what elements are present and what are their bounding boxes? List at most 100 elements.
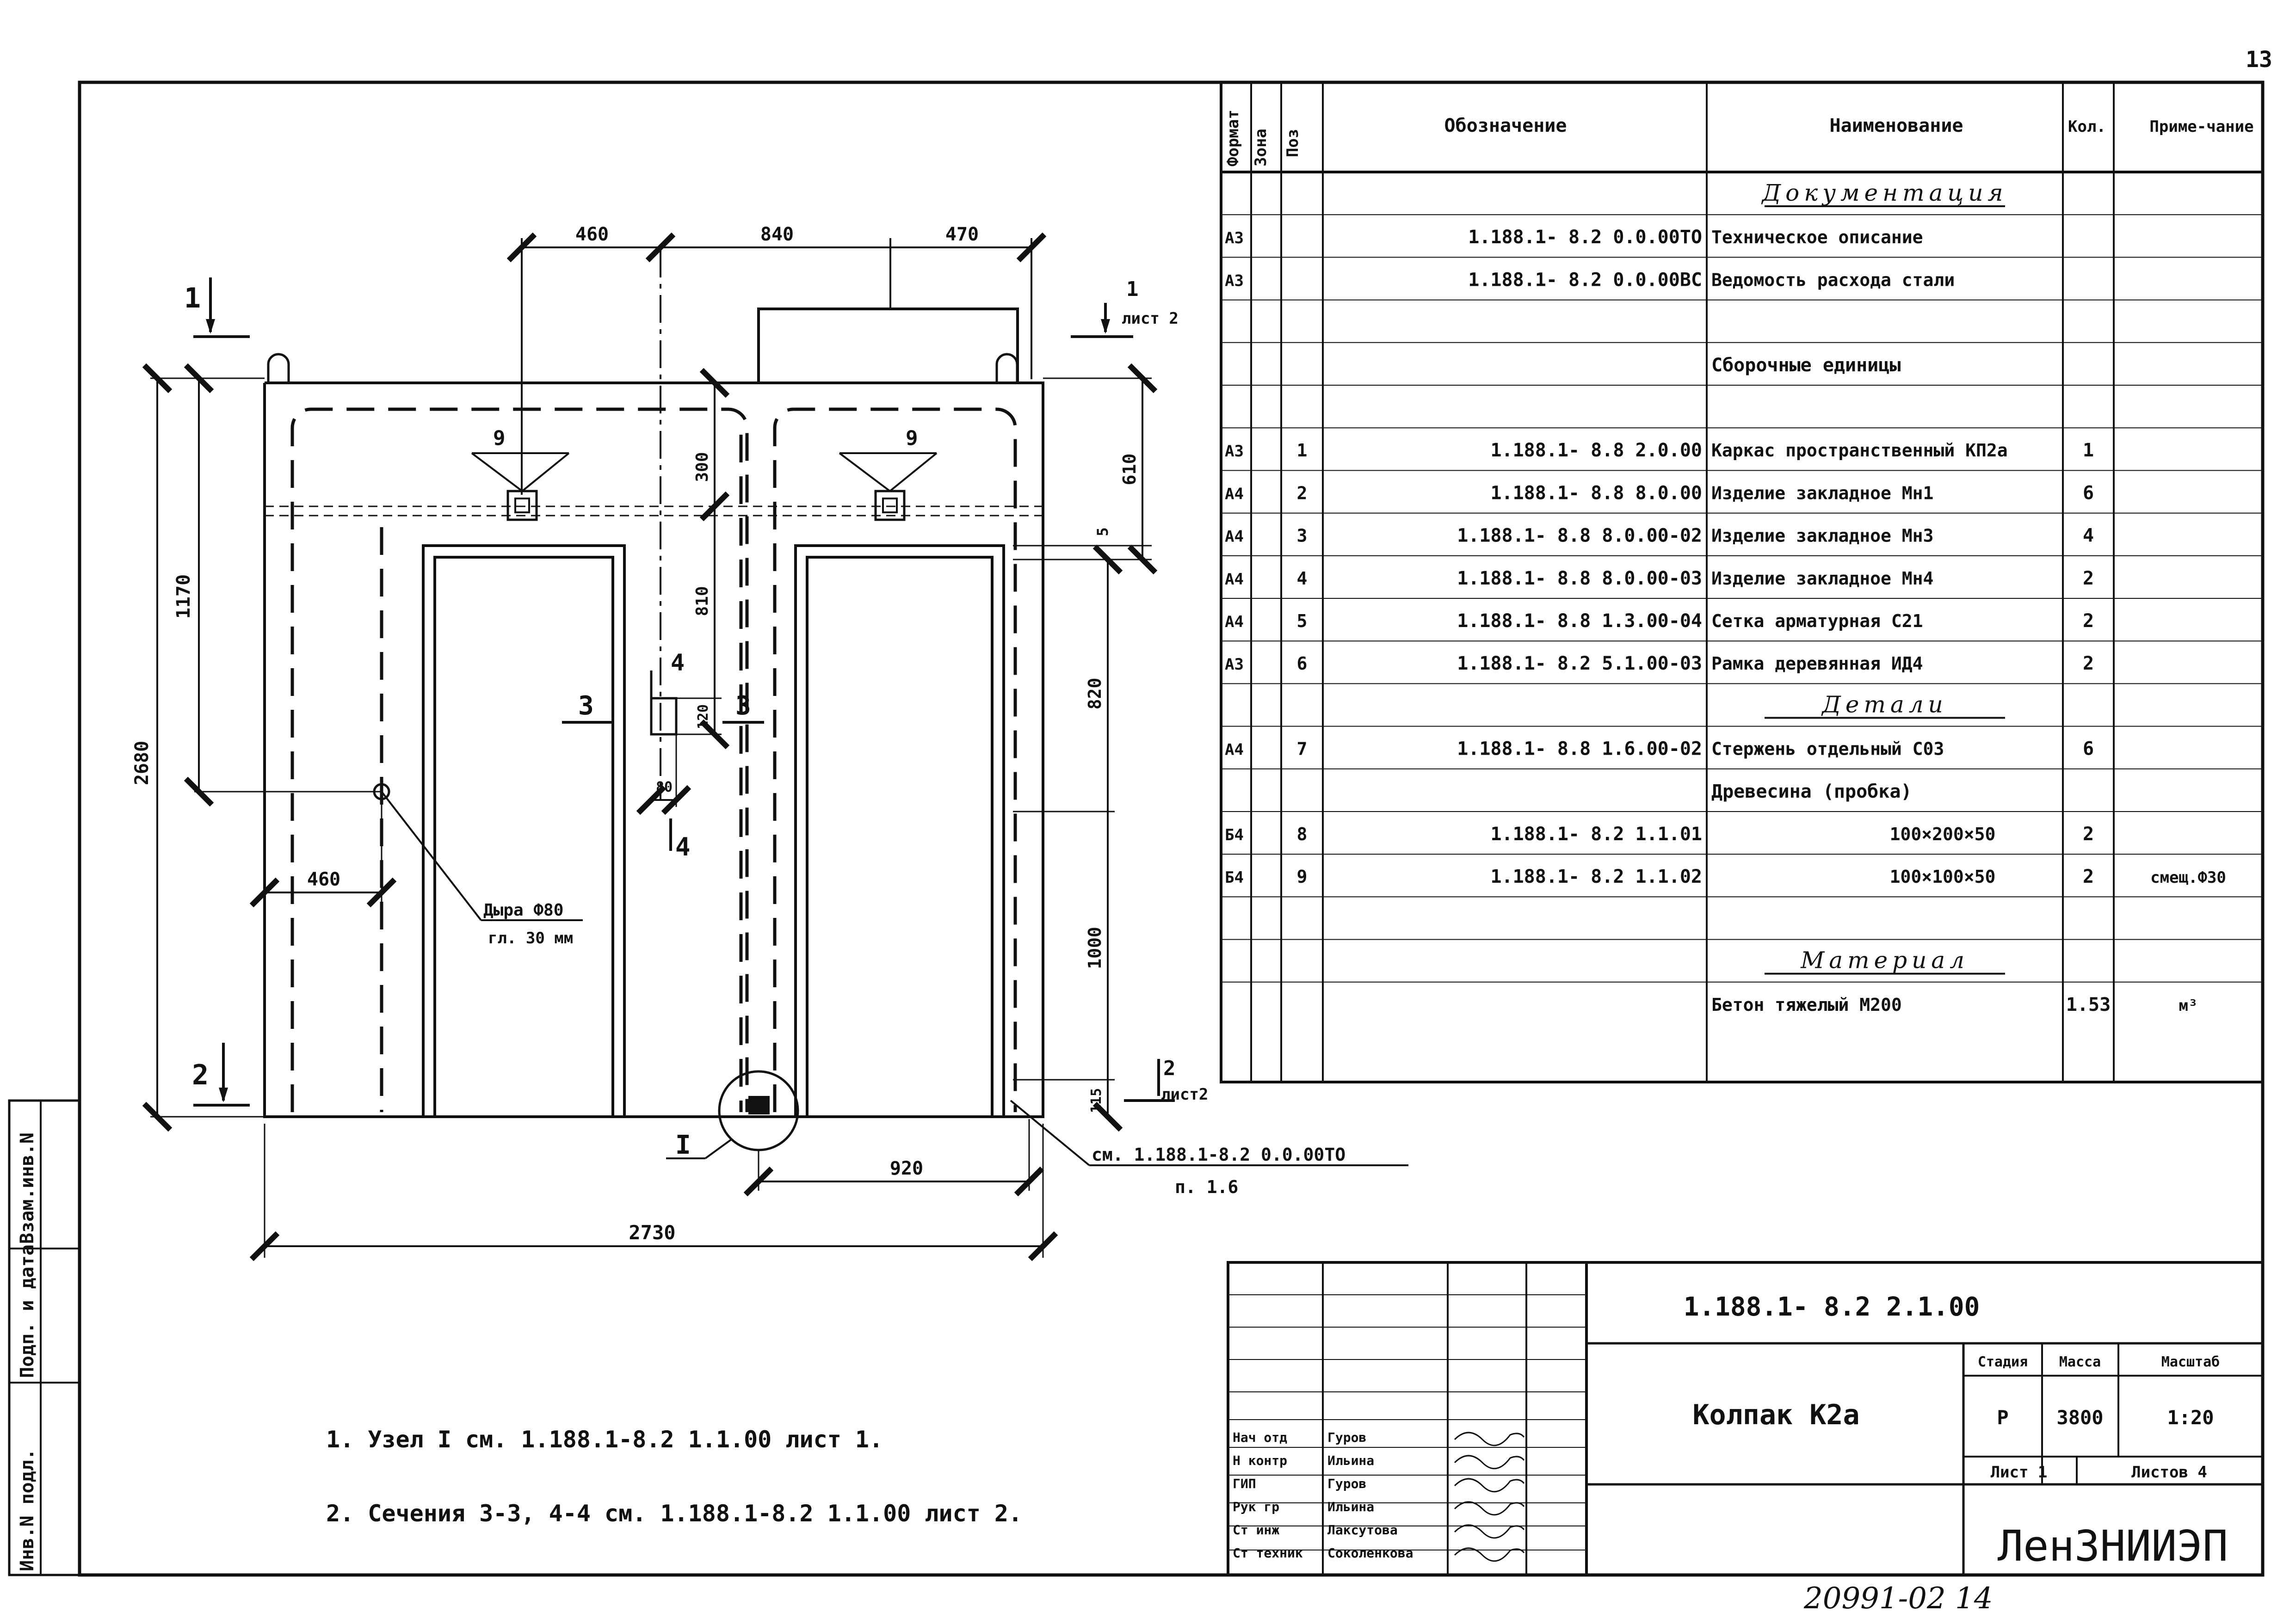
- drawing-title: Колпак К2а: [1692, 1399, 1859, 1431]
- note-1: 1. Узел I см. 1.188.1-8.2 1.1.00 лист 1.: [326, 1426, 883, 1453]
- header-pos: Поз: [1284, 129, 1302, 157]
- cell-section-name: Материал: [1800, 947, 1969, 974]
- left-margin-stamp: Инв.N подл. Подп. и дата Взам.инв.N: [8, 1099, 81, 1576]
- cell-pos: 8: [1297, 824, 1308, 844]
- signer-row: Ст инж Лаксутова: [1233, 1522, 1525, 1539]
- signature-mark: [1454, 1455, 1525, 1470]
- section-ref-2: 2 лист2: [1124, 1057, 1208, 1104]
- header-qty: Кол.: [2068, 117, 2106, 136]
- cell-format: А4: [1225, 741, 1244, 759]
- cell-name: Бетон тяжелый М200: [1711, 995, 1902, 1015]
- signer-name: Лаксутова: [1327, 1522, 1398, 1538]
- note-2: 2. Сечения 3-3, 4-4 см. 1.188.1-8.2 1.1.…: [326, 1500, 1022, 1527]
- header-format: Формат: [1224, 110, 1242, 166]
- scale-value: 1:20: [2167, 1406, 2214, 1429]
- cut-4-upper: 4: [671, 649, 685, 676]
- cut-3-left: 3: [578, 691, 594, 721]
- sheet-count: Листов 4: [2131, 1463, 2207, 1482]
- cell-name: Техническое описание: [1711, 227, 1923, 247]
- doc-code: 1.188.1- 8.2 2.1.00: [1684, 1292, 1980, 1322]
- svg-text:лист 2: лист 2: [1122, 309, 1179, 328]
- dim-120: 120: [695, 704, 711, 729]
- organization: ЛенЗНИИЭП: [1998, 1521, 2228, 1571]
- cell-designation: 1.188.1- 8.2 0.0.00ВС: [1468, 269, 1702, 290]
- cell-pos: 2: [1297, 483, 1308, 503]
- cut-4-lower: 4: [675, 832, 691, 861]
- dim-920: 920: [890, 1158, 923, 1179]
- signer-name: Ильина: [1327, 1453, 1374, 1468]
- cell-format: Б4: [1225, 826, 1244, 844]
- sheet-number: Лист 1: [1991, 1463, 2048, 1482]
- hole-label: Дыра Ф80: [483, 901, 563, 920]
- dimension-right: 610 5 820 1000 115: [1013, 363, 1158, 1132]
- header-zone: Зона: [1252, 129, 1270, 166]
- cell-designation: 1.188.1- 8.2 1.1.01: [1490, 824, 1702, 845]
- signer-name: Гуров: [1327, 1430, 1366, 1445]
- title-block: 1.188.1- 8.2 2.1.00 Колпак К2а Стадия Ма…: [1227, 1261, 2264, 1576]
- dimension-centre: 300 810 120 80: [636, 368, 730, 815]
- cell-qty: 6: [2083, 738, 2094, 760]
- cell-heading-name: Древесина (пробка): [1711, 781, 1912, 802]
- cell-designation: 1.188.1- 8.8 8.0.00-02: [1457, 525, 1702, 547]
- signature-mark: [1454, 1478, 1525, 1493]
- cell-format: А3: [1225, 271, 1244, 290]
- dim-300: 300: [693, 452, 712, 482]
- signer-role: Нач отд: [1233, 1430, 1287, 1445]
- cell-format: А3: [1225, 442, 1244, 461]
- cell-designation: 1.188.1- 8.2 5.1.00-03: [1457, 653, 1702, 674]
- cell-designation: 1.188.1- 8.8 8.0.00: [1490, 482, 1702, 504]
- signer-name: Соколенкова: [1327, 1545, 1413, 1561]
- header-designation: Обозначение: [1444, 115, 1567, 136]
- header-name: Наименование: [1830, 115, 1963, 136]
- dim-460-bottom: 460: [307, 869, 340, 890]
- svg-text:лист2: лист2: [1161, 1085, 1208, 1104]
- dim-470: 470: [945, 224, 979, 245]
- cell-qty: 2: [2083, 653, 2094, 674]
- cell-name: 100×200×50: [1890, 824, 1996, 844]
- cell-format: А3: [1225, 229, 1244, 247]
- svg-text:2: 2: [192, 1059, 209, 1091]
- cell-designation: 1.188.1- 8.8 1.3.00-04: [1457, 610, 1702, 632]
- cell-section-name: Документация: [1761, 179, 2007, 206]
- cell-format: А4: [1225, 528, 1244, 546]
- signer-role: Н контр: [1233, 1453, 1287, 1468]
- cell-note: смещ.Ф30: [2150, 868, 2226, 887]
- signer-role: Ст инж: [1233, 1522, 1279, 1538]
- cell-pos: 9: [1297, 867, 1308, 887]
- svg-text:2: 2: [1163, 1057, 1176, 1080]
- dim-1170: 1170: [173, 574, 194, 619]
- cell-designation: 1.188.1- 8.8 8.0.00-03: [1457, 568, 1702, 589]
- door-opening-left: [422, 544, 626, 1117]
- dimension-bottom: 920 2730: [249, 1119, 1058, 1261]
- dim-115: 115: [1088, 1088, 1105, 1113]
- signature-mark: [1454, 1524, 1525, 1539]
- cell-pos: 4: [1297, 568, 1308, 589]
- cell-qty: 2: [2083, 568, 2094, 589]
- cut-3-right: 3: [735, 691, 751, 721]
- cell-qty: 1.53: [2066, 994, 2111, 1015]
- spec-row: Сборочные единицы: [1711, 355, 1901, 376]
- ref-note-line1: см. 1.188.1-8.2 0.0.00ТО: [1092, 1144, 1346, 1165]
- dim-610: 610: [1119, 454, 1140, 486]
- cell-designation: 1.188.1- 8.2 1.1.02: [1490, 866, 1702, 887]
- cell-qty: 1: [2083, 440, 2094, 461]
- door-opening-right: [794, 544, 1005, 1117]
- cell-designation: 1.188.1- 8.8 2.0.00: [1490, 440, 1702, 461]
- margin-label-inv: Инв.N подл.: [17, 1449, 38, 1571]
- cell-qty: 2: [2083, 866, 2094, 887]
- cell-name: Рамка деревянная ИД4: [1711, 653, 1923, 674]
- col-mass: Масса: [2059, 1354, 2101, 1370]
- cell-qty: 6: [2083, 482, 2094, 504]
- wood-plug-left: [471, 452, 570, 521]
